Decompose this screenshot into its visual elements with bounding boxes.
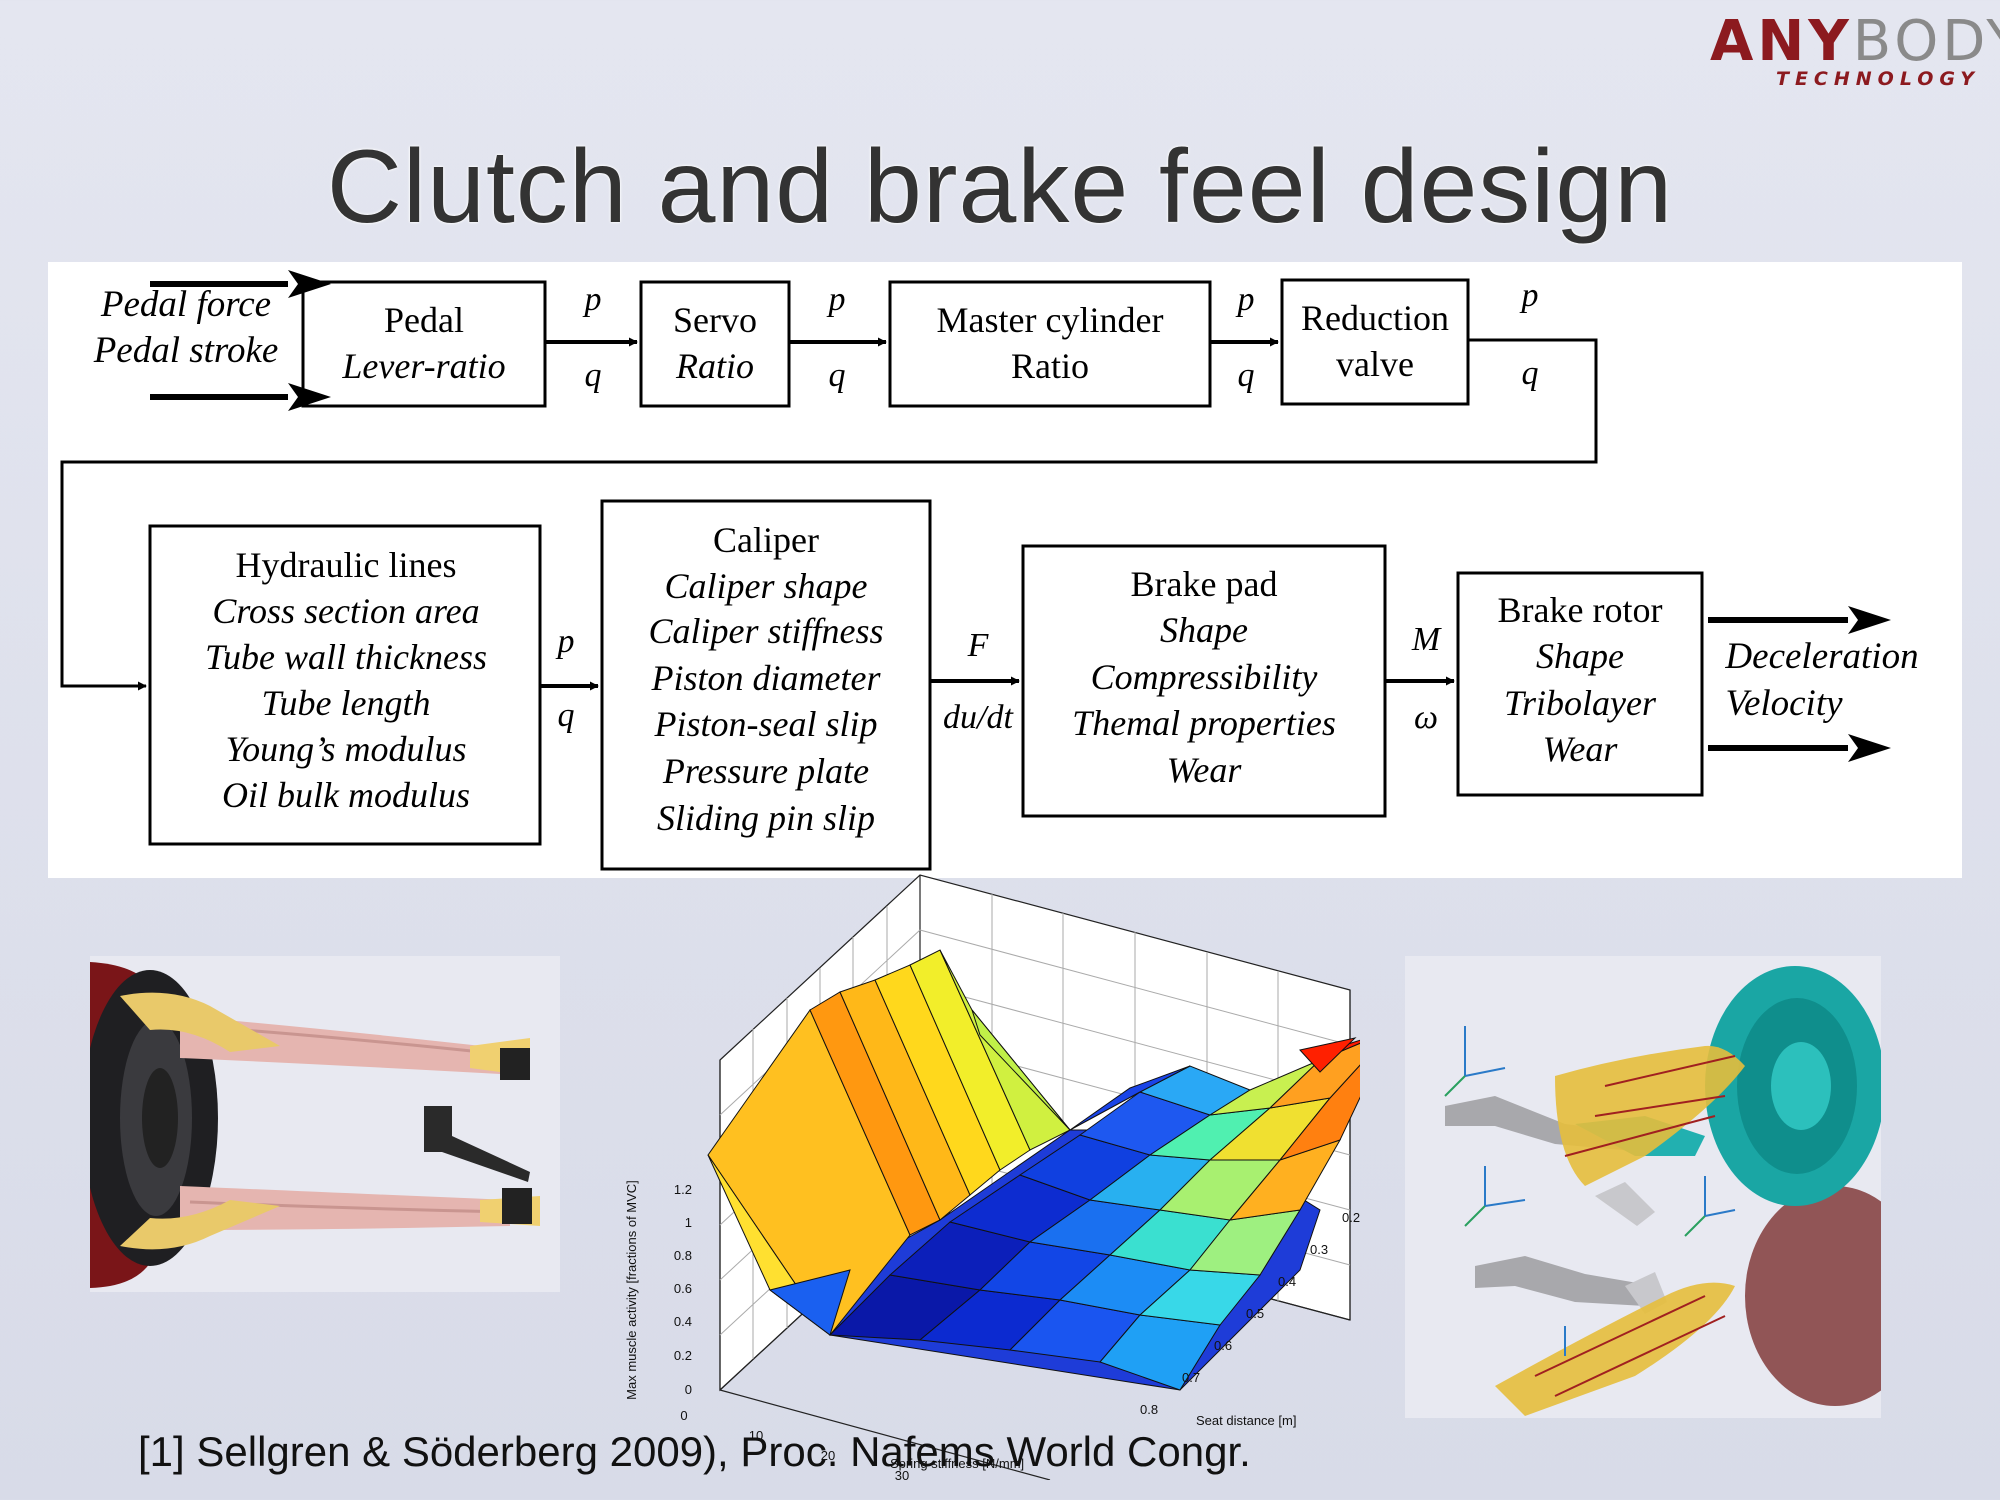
z-tick: 1.2 (674, 1182, 692, 1197)
brakepad-item: Shape (1160, 610, 1248, 650)
master-title: Master cylinder (937, 300, 1164, 340)
brakepad-item: Compressibility (1091, 657, 1318, 697)
brakepad-item: Wear (1167, 750, 1243, 790)
hydraulic-title: Hydraulic lines (236, 545, 457, 585)
signal-velocity: du/dt (943, 699, 1014, 736)
pedal-pad (1595, 1182, 1655, 1226)
connector-to-hydraulic (60, 338, 1598, 691)
signal-force: F (967, 627, 990, 664)
signal-p: p (556, 623, 575, 660)
signal-p: p (583, 281, 602, 318)
label-deceleration: Deceleration (1724, 636, 1918, 677)
block-brake-rotor (1456, 571, 1704, 797)
servo-item: Ratio (675, 346, 754, 386)
caliper-item: Caliper stiffness (648, 611, 883, 651)
z-tick: 1 (685, 1215, 692, 1230)
arm-skeleton-top (1555, 1045, 1745, 1186)
pedal-block-top (500, 1048, 530, 1080)
arm-skeleton-bottom (1495, 1282, 1735, 1416)
surface-plot-canvas: 0 0.2 0.4 0.6 0.8 1 1.2 0 10 20 30 40 50… (624, 874, 1393, 1500)
signal-q: q (829, 357, 846, 394)
y-axis-label: Seat distance [m] (1196, 1413, 1296, 1428)
signal-p: p (1520, 277, 1539, 314)
servo-title: Servo (673, 300, 757, 340)
brake-system-block-diagram: Pedal force Pedal stroke Pedal Lever-rat… (48, 262, 1962, 878)
label-velocity: Velocity (1725, 683, 1843, 724)
y-tick: 0.3 (1310, 1242, 1328, 1257)
driver-skeleton-drawing (1444, 966, 1925, 1416)
z-tick: 0.4 (674, 1314, 692, 1329)
z-tick: 0.6 (674, 1281, 692, 1296)
signal-p: p (827, 281, 846, 318)
x-tick: 10 (749, 1428, 763, 1443)
z-axis-label: Max muscle activity [fractions of MVC] (624, 1180, 639, 1400)
label-pedal-force: Pedal force (100, 284, 271, 325)
y-tick: 0.7 (1182, 1370, 1200, 1385)
caliper-title: Caliper (713, 520, 819, 560)
y-tick: 0.2 (1342, 1210, 1360, 1225)
rotor-title: Brake rotor (1498, 590, 1663, 630)
y-tick: 0.8 (1140, 1402, 1158, 1417)
signal-q: q (558, 697, 575, 734)
caliper-item: Piston diameter (651, 658, 882, 698)
reduction-title: Reduction (1301, 298, 1449, 338)
master-item: Ratio (1011, 346, 1089, 386)
y-tick: 0.4 (1278, 1274, 1296, 1289)
muscle-activity-surface-plot: 0 0.2 0.4 0.6 0.8 1 1.2 0 10 20 30 40 50… (600, 870, 1393, 1500)
hydraulic-item: Tube wall thickness (205, 637, 487, 677)
signal-p: p (1236, 281, 1255, 318)
z-tick: 0.2 (674, 1348, 692, 1363)
x-tick: 30 (895, 1468, 909, 1480)
y-tick: 0.6 (1214, 1338, 1232, 1353)
signal-omega: ω (1414, 699, 1438, 736)
pedal-item: Lever-ratio (341, 346, 505, 386)
slide-title: Clutch and brake feel design (326, 129, 1674, 245)
anybody-logo: ANYBODY TECHNOLOGY (1710, 9, 2000, 91)
hydraulic-item: Tube length (262, 683, 431, 723)
driver-skeleton-view-image (1405, 956, 1925, 1418)
driver-top-view-drawing (82, 962, 540, 1288)
x-tick: 20 (821, 1448, 835, 1463)
rotor-item: Wear (1543, 729, 1619, 769)
x-axis-label: Spring stiffness [N/mm] (890, 1456, 1024, 1471)
hydraulic-item: Young’s modulus (225, 729, 466, 769)
x-tick: 0 (680, 1408, 687, 1423)
rotor-item: Shape (1536, 636, 1624, 676)
hydraulic-item: Cross section area (212, 591, 479, 631)
brake-pedal (1475, 1256, 1655, 1306)
caliper-item: Sliding pin slip (657, 798, 875, 838)
signal-moment: M (1411, 621, 1442, 658)
brakepad-title: Brake pad (1131, 564, 1278, 604)
pedal-block-bottom (502, 1188, 532, 1224)
rotor-item: Tribolayer (1504, 683, 1657, 723)
block-caliper (600, 499, 932, 871)
signal-q: q (1238, 357, 1255, 394)
block-reduction-valve (1280, 278, 1470, 406)
hydraulic-item: Oil bulk modulus (222, 775, 470, 815)
logo-wordmark: ANYBODY (1710, 9, 2000, 74)
caliper-item: Caliper shape (665, 566, 868, 606)
caliper-item: Pressure plate (662, 751, 869, 791)
signal-q: q (1522, 355, 1539, 392)
z-tick: 0.8 (674, 1248, 692, 1263)
reference-citation: [1] Sellgren & Söderberg 2009), Proc. Na… (138, 1428, 1251, 1475)
reduction-item: valve (1336, 344, 1414, 384)
pedal-title: Pedal (384, 300, 464, 340)
driver-top-view-image (82, 956, 560, 1292)
z-tick: 0 (685, 1382, 692, 1397)
signal-q: q (585, 357, 602, 394)
label-pedal-stroke: Pedal stroke (93, 330, 279, 371)
pedal-lever (424, 1106, 530, 1182)
y-tick: 0.5 (1246, 1306, 1264, 1321)
caliper-item: Piston-seal slip (654, 704, 878, 744)
diagram-canvas: Pedal force Pedal stroke Pedal Lever-rat… (60, 270, 1919, 871)
logo-tagline: TECHNOLOGY (1775, 68, 1980, 90)
brakepad-item: Themal properties (1072, 703, 1336, 743)
